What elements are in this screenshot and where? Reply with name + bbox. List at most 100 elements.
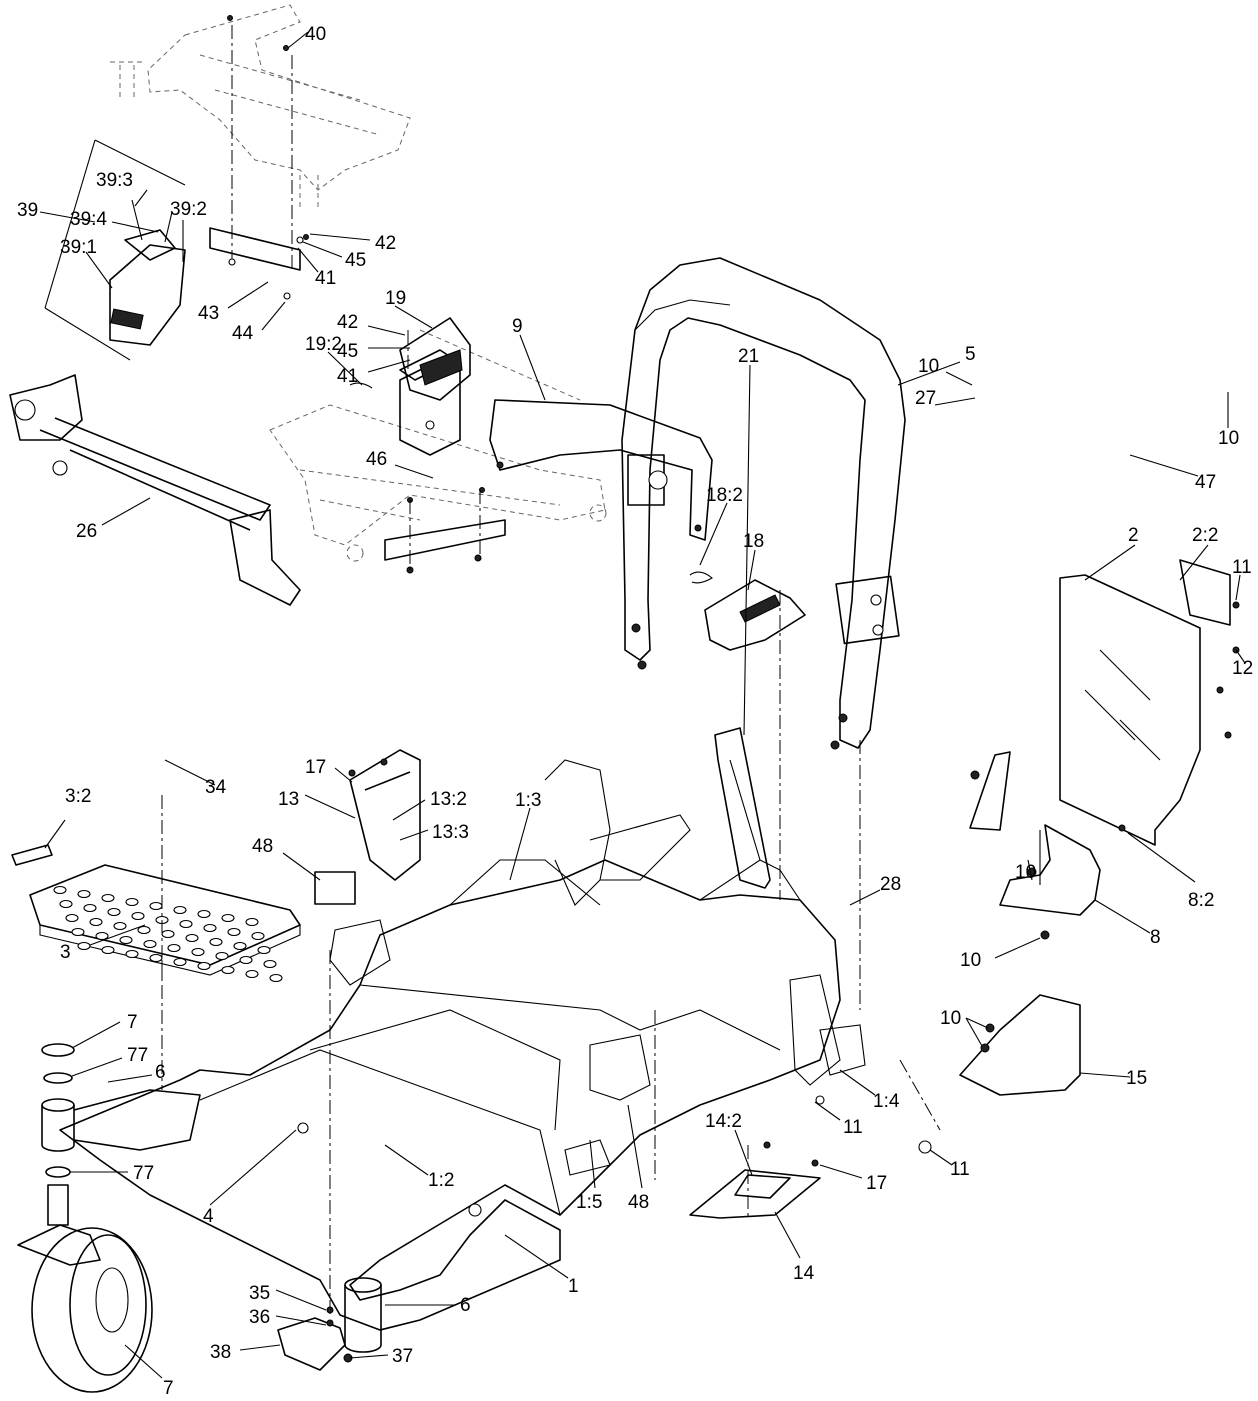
callout: 11 (843, 1117, 863, 1138)
callout: 1:4 (873, 1091, 900, 1112)
tube-26 (9, 374, 301, 606)
perforation-hole (197, 909, 211, 919)
perforation-hole (107, 907, 121, 917)
perforation-hole (89, 917, 103, 927)
callout: 4 (203, 1206, 214, 1227)
callout: 13 (278, 789, 299, 810)
callout: 2 (1128, 525, 1139, 546)
kit-39-box (44, 139, 186, 361)
callout: 3:2 (65, 786, 91, 807)
plate-3 (11, 795, 301, 983)
perforation-hole (167, 943, 181, 953)
perforation-hole (185, 933, 199, 943)
callout: 14 (793, 1263, 815, 1284)
callout: 17 (305, 757, 326, 778)
perforation-hole (101, 893, 115, 903)
leader-lines (39, 31, 1246, 1379)
shield-2 (1059, 559, 1240, 846)
callout: 36 (249, 1307, 270, 1328)
perforation-hole (221, 965, 235, 975)
callout: 18:2 (706, 485, 743, 506)
perforation-hole (119, 935, 133, 945)
perforation-hole (179, 919, 193, 929)
callout: 47 (1195, 472, 1216, 493)
callout: 3 (60, 942, 71, 963)
bracket-38 (277, 1306, 353, 1371)
perforation-hole (245, 969, 259, 979)
cover-13 (314, 749, 421, 905)
callout: 77 (133, 1163, 154, 1184)
callout: 9 (512, 316, 523, 337)
callout: 28 (880, 874, 901, 895)
callout: 34 (205, 777, 227, 798)
callout: 40 (305, 24, 326, 45)
main-frame-1 (59, 759, 932, 1331)
perforation-hole (131, 911, 145, 921)
callout: 10 (1218, 428, 1239, 449)
callout: 44 (232, 323, 254, 344)
perforation-hole (149, 953, 163, 963)
cover-15 (959, 994, 1081, 1096)
callout: 46 (366, 449, 387, 470)
upper-frame-ghost (110, 4, 411, 210)
callout: 6 (155, 1062, 166, 1083)
perforation-hole (95, 931, 109, 941)
perforation-hole (257, 945, 271, 955)
callout: 11 (950, 1159, 970, 1180)
callout: 43 (198, 303, 219, 324)
callout: 48 (628, 1192, 649, 1213)
callout: 42 (337, 312, 358, 333)
callout: 10 (1015, 862, 1036, 883)
callout: 41 (337, 366, 358, 387)
seat-frame-ghost (269, 329, 607, 562)
perforation-hole (53, 885, 67, 895)
callout: 37 (392, 1346, 413, 1367)
perforation-hole (173, 905, 187, 915)
perforation-hole (215, 951, 229, 961)
perforation-hole (191, 947, 205, 957)
perforation-hole (65, 913, 79, 923)
callout: 19 (385, 288, 406, 309)
callout: 11 (1232, 557, 1252, 578)
perforation-hole (245, 917, 259, 927)
perforation-hole (233, 941, 247, 951)
plate-46 (384, 487, 506, 574)
callout: 6 (460, 1295, 471, 1316)
perforation-hole (83, 903, 97, 913)
callout: 41 (315, 268, 336, 289)
callout: 45 (337, 341, 358, 362)
callout: 42 (375, 233, 396, 254)
callout: 7 (163, 1378, 174, 1399)
callout: 10 (940, 1008, 961, 1029)
callout: 1 (568, 1276, 579, 1297)
perforation-hole (161, 929, 175, 939)
callout: 13:2 (430, 789, 467, 810)
callout: 7 (127, 1012, 138, 1033)
perforation-hole (239, 955, 253, 965)
callout: 39:2 (170, 199, 207, 220)
callout: 2:2 (1192, 525, 1218, 546)
callout: 10 (960, 950, 981, 971)
perforation-hole (227, 927, 241, 937)
perforation-hole (71, 927, 85, 937)
callout: 13:3 (432, 822, 469, 843)
callout: 39:3 (96, 170, 133, 191)
perforation-hole (125, 897, 139, 907)
plate-14 (689, 1141, 821, 1219)
perforation-hole (173, 957, 187, 967)
roll-bar-5 (621, 257, 906, 750)
callout-labels: 40 39:3 39 39:4 39:2 39:1 42 45 41 43 44… (17, 24, 1253, 1399)
guard-9 (489, 399, 713, 541)
bracket-27 (969, 751, 1011, 831)
callout: 45 (345, 250, 366, 271)
perforation-hole (197, 961, 211, 971)
perforation-hole (137, 925, 151, 935)
callout: 27 (915, 388, 936, 409)
cover-41 (399, 330, 461, 456)
perforation-hole (269, 973, 283, 983)
callout: 35 (249, 1283, 270, 1304)
callout: 8:2 (1188, 890, 1214, 911)
perforation-hole (77, 941, 91, 951)
